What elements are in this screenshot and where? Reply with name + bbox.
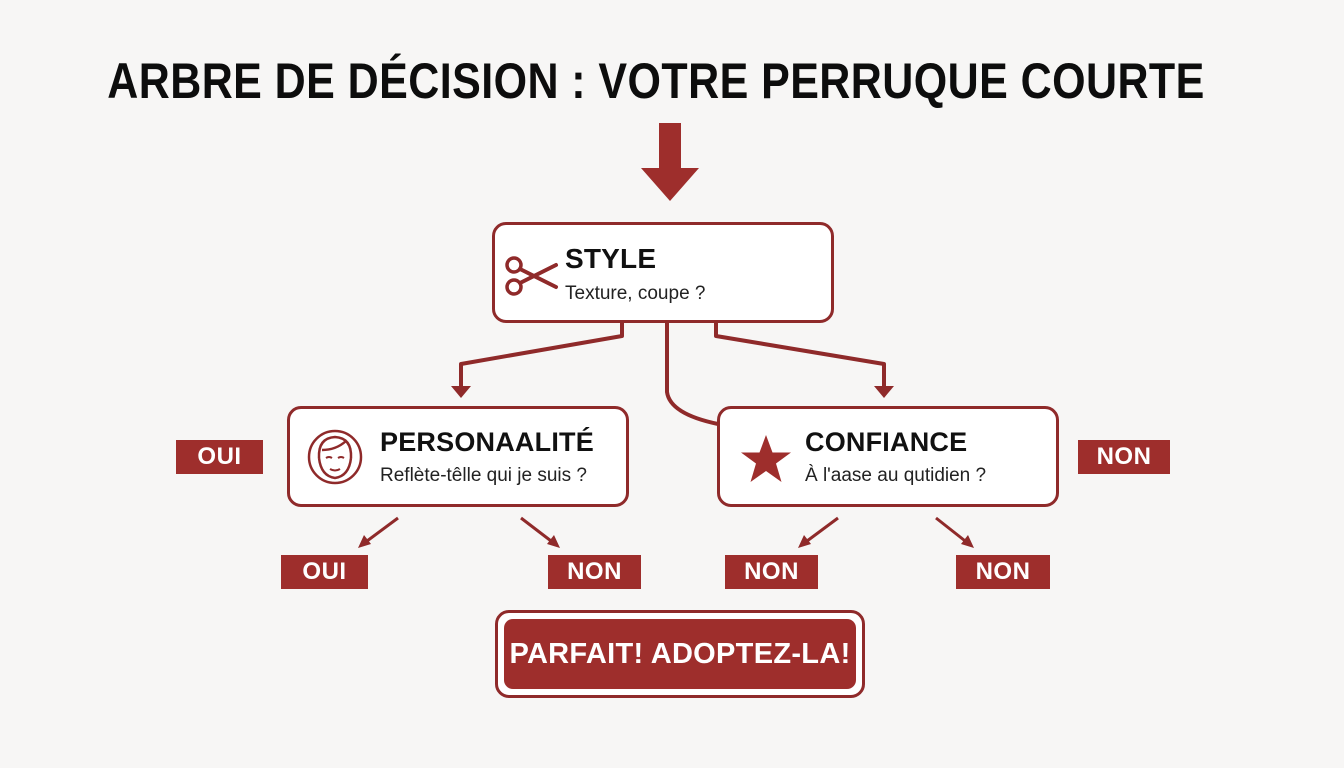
connector-style-center [665, 322, 719, 426]
node-personnalite-heading: PERSONAALITÉ [380, 427, 594, 457]
answer-arrows [362, 516, 970, 546]
diagram-title: ARBRE DE DÉCISION : VOTRE PERRUQUE COURT… [107, 53, 1205, 109]
node-style: STYLE Texture, coupe ? [492, 222, 834, 323]
node-confiance: CONFIANCE À l'aase au qutidien ? [717, 406, 1059, 507]
node-style-question: Texture, coupe ? [565, 283, 706, 304]
node-personnalite: PERSONAALITÉ Reflète-têlle qui je suis ? [287, 406, 629, 507]
answer-tag-confiance-left: NON [725, 555, 818, 589]
face-icon [306, 426, 364, 493]
answer-tag-personnalite-no: NON [548, 555, 641, 589]
connector-style-confiance [714, 322, 886, 388]
node-confiance-heading: CONFIANCE [805, 427, 968, 457]
answer-tag-personnalite-yes: OUI [281, 555, 368, 589]
node-style-heading: STYLE [565, 243, 657, 274]
connector-style-personnalite [459, 322, 624, 388]
final-result-box: PARFAIT! ADOPTEZ-LA! [495, 610, 865, 698]
star-icon [739, 433, 793, 490]
node-confiance-question: À l'aase au qutidien ? [805, 465, 987, 486]
answer-tag-confiance-right: NON [956, 555, 1050, 589]
scissors-icon [504, 254, 560, 303]
side-tag-right: NON [1078, 440, 1170, 474]
node-personnalite-question: Reflète-têlle qui je suis ? [380, 465, 587, 486]
final-result-label: PARFAIT! ADOPTEZ-LA! [504, 619, 856, 689]
title-down-arrow [641, 123, 699, 201]
side-tag-left: OUI [176, 440, 263, 474]
